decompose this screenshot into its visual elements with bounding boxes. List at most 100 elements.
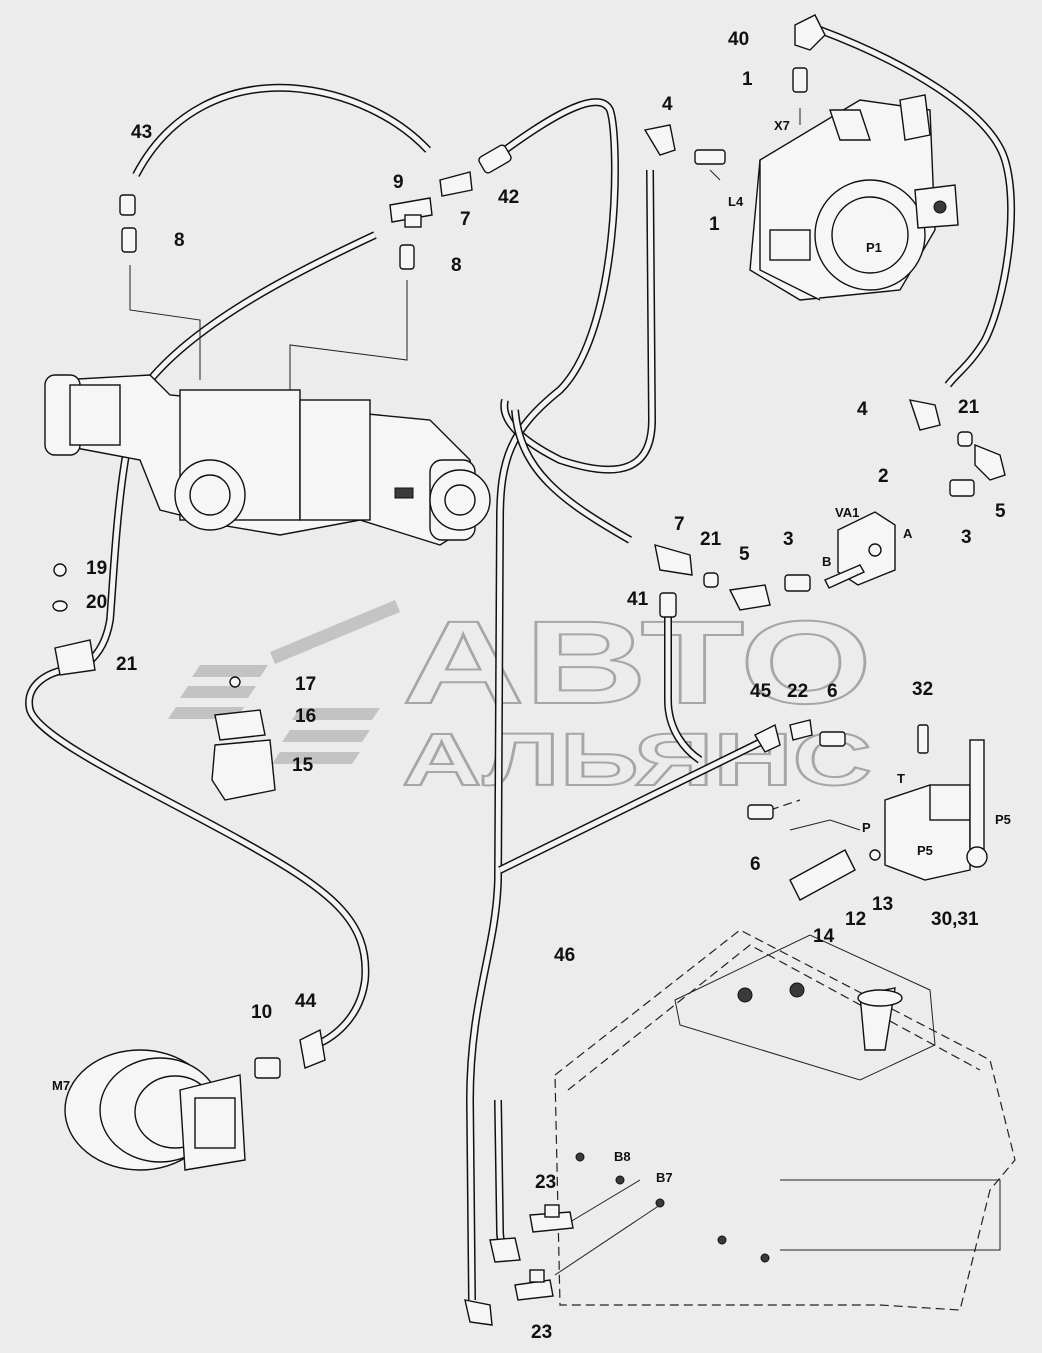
motor-m7: [64, 1049, 246, 1171]
callout-b7: B7: [656, 1170, 673, 1185]
fitting-3-mid: [784, 574, 811, 592]
callout-30-31: 30,31: [931, 909, 979, 930]
callout-t: T: [897, 771, 905, 786]
fitting-41: [659, 592, 677, 618]
callout-6: 6: [827, 681, 838, 702]
callout-20: 20: [86, 592, 107, 613]
watermark-line1: АВТО: [402, 597, 872, 729]
fitting-4-right: [908, 399, 941, 431]
fittings: [119, 14, 1006, 1326]
callout-3: 3: [961, 527, 972, 548]
fitting-21-mid: [703, 572, 719, 588]
callout-3: 3: [783, 529, 794, 550]
fitting-1-top: [792, 67, 808, 93]
fitting-45: [754, 723, 781, 753]
callout-16: 16: [295, 706, 316, 727]
fitting-32: [917, 724, 929, 754]
callout-6: 6: [750, 854, 761, 875]
callout-2: 2: [878, 466, 889, 487]
hose-23-link: [494, 1099, 518, 1256]
callout-l4: L4: [728, 194, 744, 209]
callout-a: A: [903, 526, 913, 541]
callout-1: 1: [709, 214, 720, 235]
callout-41: 41: [627, 589, 649, 610]
hose-46: [465, 98, 619, 1301]
callout-32: 32: [912, 679, 933, 700]
fitting-3-right: [949, 479, 975, 497]
callout-4: 4: [857, 399, 868, 420]
callout-14: 14: [813, 926, 835, 947]
callout-44: 44: [295, 991, 317, 1012]
fitting-22: [789, 719, 813, 741]
callout-17: 17: [295, 674, 316, 695]
callout-x7: X7: [774, 118, 790, 133]
hose-43: [132, 83, 431, 177]
hose-left-loop: [25, 231, 377, 1049]
watermark-logo: [168, 600, 400, 764]
callout-p: P: [862, 820, 871, 835]
fitting-46-end: [489, 1237, 521, 1263]
callout-22: 22: [787, 681, 808, 702]
hose-45: [498, 600, 767, 874]
fitting-21-right: [957, 431, 973, 447]
fitting-10: [254, 1057, 281, 1079]
callout-23: 23: [531, 1322, 552, 1343]
valve-va1: [824, 511, 896, 589]
callout-21: 21: [116, 654, 138, 675]
fitting-6-top: [819, 731, 846, 747]
callout-8: 8: [174, 230, 185, 251]
callout-23: 23: [535, 1172, 556, 1193]
fitting-44: [299, 1028, 326, 1069]
callout-46: 46: [554, 945, 575, 966]
fitting-5-mid: [728, 584, 771, 611]
valve-block-30-31: [789, 739, 988, 901]
hydraulic-tank: [554, 929, 1016, 1311]
clamp-group: [52, 563, 276, 801]
callout-45: 45: [750, 681, 772, 702]
callouts: 40 1 X7 4 1 L4 P1 43 9 7 42 8 8 4 21 2 5…: [52, 29, 1011, 1343]
fitting-8-left: [121, 227, 137, 253]
fitting-4-top: [643, 124, 676, 156]
callout-43: 43: [131, 122, 152, 143]
callout-va1: VA1: [835, 505, 859, 520]
hose-41: [500, 169, 657, 544]
fitting-40: [794, 14, 826, 51]
callout-13: 13: [872, 894, 893, 915]
fitting-7-top: [439, 171, 473, 197]
callout-b8: B8: [614, 1149, 631, 1164]
callout-5: 5: [995, 501, 1006, 522]
leader-lines: [129, 108, 861, 1276]
transmission: [44, 374, 491, 546]
fitting-8-right: [399, 244, 415, 270]
callout-10: 10: [251, 1002, 272, 1023]
fitting-23-bottom: [514, 1269, 554, 1301]
callout-21: 21: [700, 529, 722, 550]
callout-9: 9: [393, 172, 404, 193]
fitting-hose-end: [464, 1299, 493, 1326]
callout-p1: P1: [866, 240, 882, 255]
callout-21: 21: [958, 397, 980, 418]
callout-40: 40: [728, 29, 749, 50]
callout-19: 19: [86, 558, 107, 579]
fitting-23-top: [529, 1204, 574, 1233]
fitting-43: [119, 194, 136, 216]
fitting-42: [478, 144, 512, 174]
callout-8: 8: [451, 255, 462, 276]
callout-4: 4: [662, 94, 673, 115]
callout-15: 15: [292, 755, 314, 776]
callout-p5: P5: [995, 812, 1011, 827]
callout-5: 5: [739, 544, 750, 565]
fitting-5-right: [974, 443, 1006, 481]
hose-40: [818, 26, 1016, 388]
hoses: [25, 26, 1016, 1301]
pump-p1: [749, 94, 959, 301]
callout-m7: M7: [52, 1078, 70, 1093]
callout-12: 12: [845, 909, 866, 930]
fitting-9: [389, 197, 433, 228]
callout-7: 7: [674, 514, 685, 535]
watermark: АВТО АЛЬЯНС: [168, 596, 873, 802]
callout-42: 42: [498, 187, 519, 208]
callout-b: B: [822, 554, 831, 569]
callout-7: 7: [460, 209, 471, 230]
